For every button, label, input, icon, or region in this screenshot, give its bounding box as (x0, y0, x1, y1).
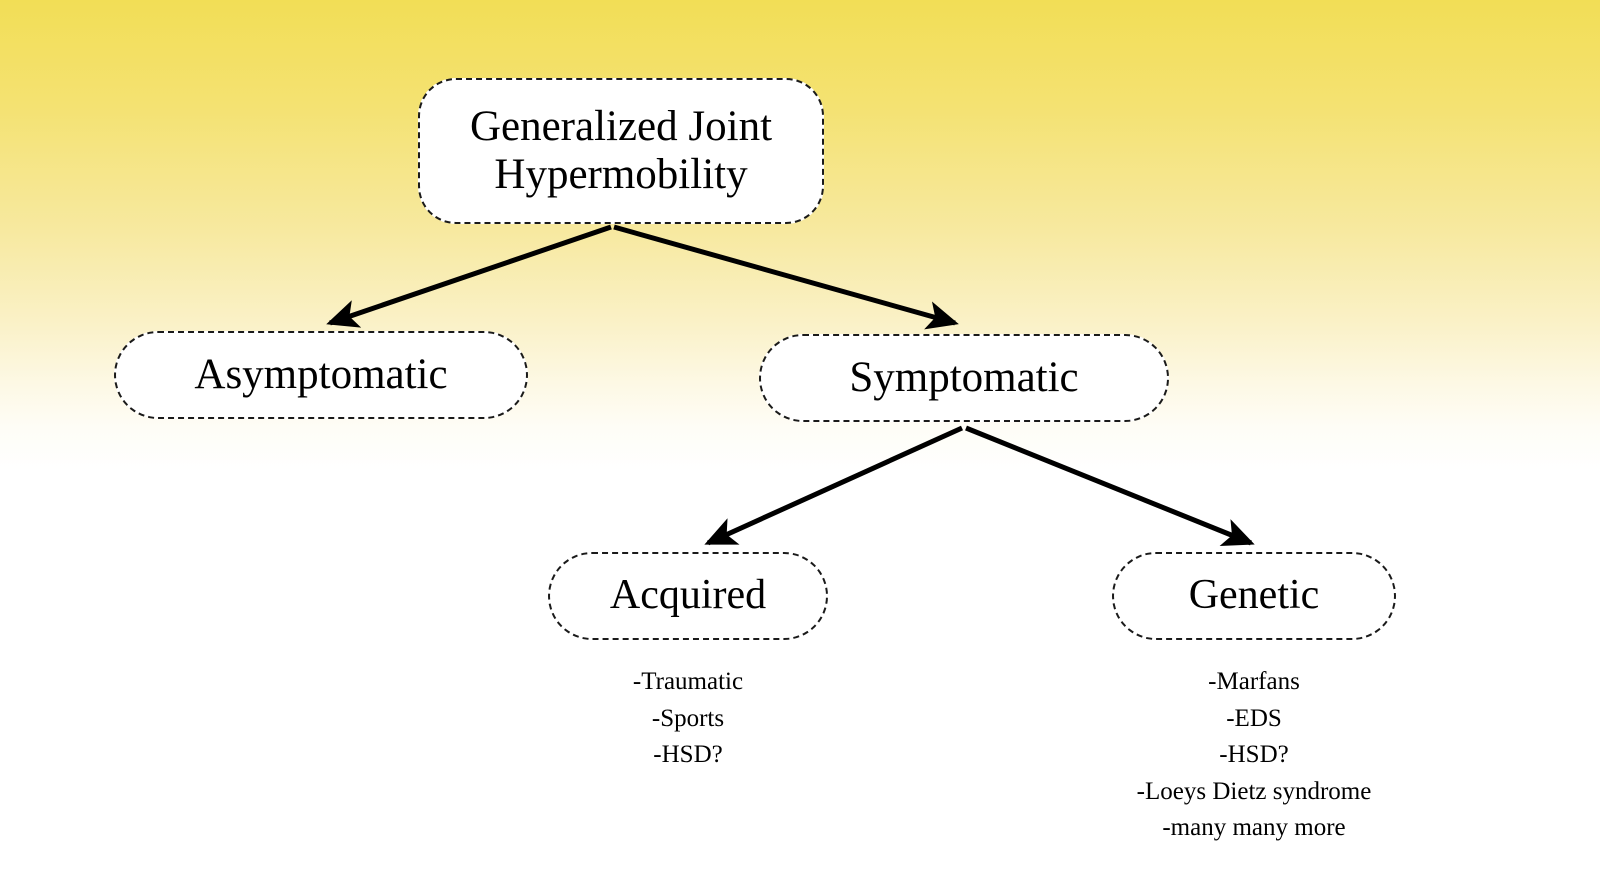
list-item: -Marfans (1208, 668, 1300, 695)
node-genetic-label: Genetic (1188, 572, 1320, 619)
edge-symptomatic-to-genetic (965, 425, 1255, 546)
node-asymptomatic[interactable]: Asymptomatic (114, 331, 528, 419)
acquired-causes-list: -Traumatic -Sports -HSD? (548, 664, 828, 774)
list-item: -Sports (651, 704, 725, 732)
list-item: -Loeys Dietz syndrome (1136, 777, 1372, 805)
list-item: -HSD? (1219, 741, 1289, 768)
node-symptomatic-label: Symptomatic (849, 353, 1079, 401)
node-asymptomatic-label: Asymptomatic (194, 350, 448, 398)
list-item: -HSD? (653, 741, 723, 768)
node-symptomatic[interactable]: Symptomatic (759, 334, 1169, 422)
list-item: -EDS (1226, 704, 1282, 732)
genetic-causes-list: -Marfans -EDS -HSD? -Loeys Dietz syndrome -m… (1052, 664, 1456, 847)
edge-symptomatic-to-acquired (704, 425, 964, 546)
node-acquired[interactable]: Acquired (548, 552, 828, 640)
edge-root-to-symptomatic (613, 224, 959, 330)
node-generalized-joint-hypermobility[interactable]: Generalized Joint Hypermobility (418, 78, 824, 224)
node-genetic[interactable]: Genetic (1112, 552, 1396, 640)
edge-root-to-asymptomatic (326, 224, 612, 328)
list-item: -Traumatic (632, 668, 744, 695)
node-acquired-label: Acquired (609, 572, 767, 619)
node-root-label: Generalized Joint Hypermobility (469, 102, 773, 198)
list-item: -many many more (1162, 814, 1346, 841)
